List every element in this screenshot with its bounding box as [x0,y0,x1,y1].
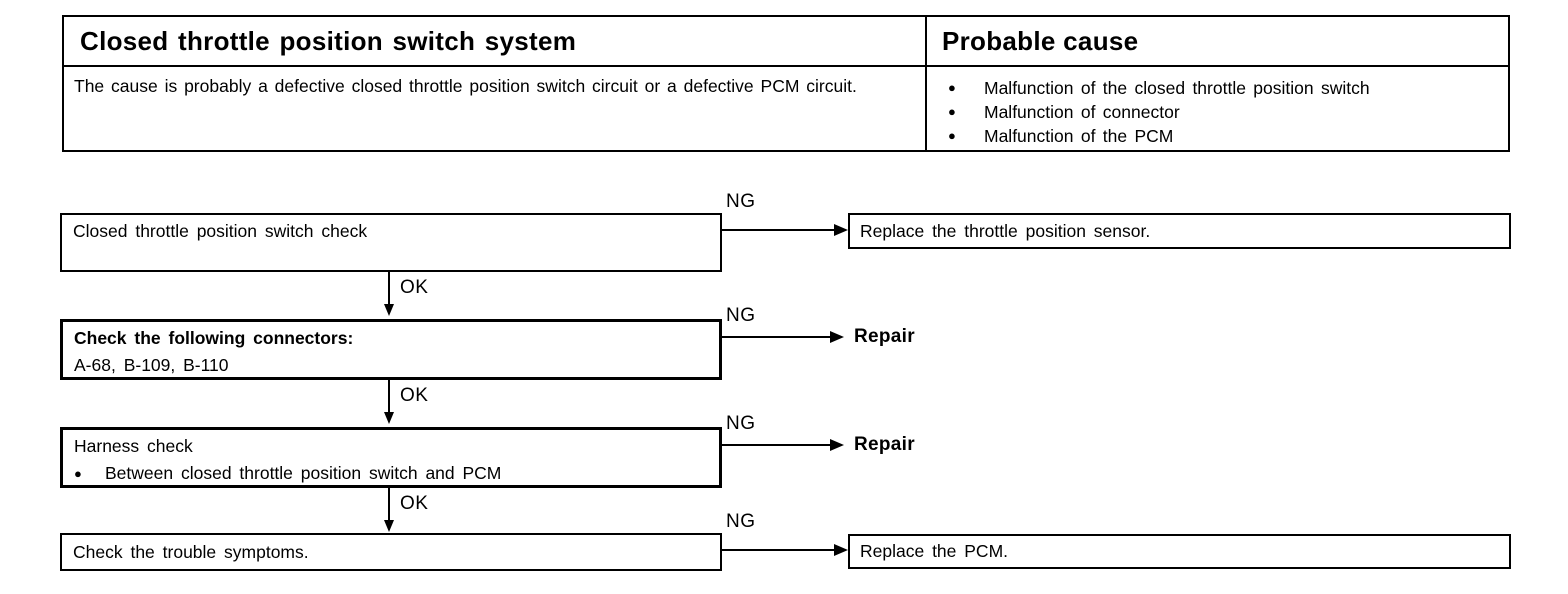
ok-arrowhead-icon-1 [384,304,394,316]
flow-step-check-connectors: Check the following connectors: A-68, B-… [60,319,722,380]
table-row-divider [64,65,1508,67]
ng-label-4: NG [726,511,756,532]
flow-step-title: Harness check [74,436,193,456]
probable-cause-list: ● Malfunction of the closed throttle pos… [948,76,1498,148]
bullet-icon: ● [948,80,956,95]
ng-arrow-line-4 [720,549,834,551]
ng-arrowhead-icon-1 [834,224,848,236]
cause-item: ● Malfunction of the PCM [948,124,1498,148]
ng-label-3: NG [726,413,756,434]
flow-result-replace-pcm: Replace the PCM. [848,534,1511,569]
system-cause-table: Closed throttle position switch system P… [62,15,1510,152]
flow-step-bullet-text: Between closed throttle position switch … [105,463,502,483]
bullet-icon: ● [74,466,82,481]
system-description: The cause is probably a defective closed… [74,76,857,96]
flow-result-text: Replace the throttle position sensor. [860,220,1151,241]
cause-text: Malfunction of the PCM [984,126,1174,146]
flow-step-harness-check: Harness check ● Between closed throttle … [60,427,722,488]
ok-arrowhead-icon-2 [384,412,394,424]
ng-arrow-line-3 [722,444,830,446]
bullet-icon: ● [948,128,956,143]
flow-result-repair-1: Repair [854,326,915,347]
ng-arrowhead-icon-4 [834,544,848,556]
flow-result-repair-2: Repair [854,434,915,455]
ng-label-1: NG [726,191,756,212]
flow-result-replace-sensor: Replace the throttle position sensor. [848,213,1511,249]
system-title: Closed throttle position switch system [80,26,577,56]
flow-step-text: Closed throttle position switch check [73,221,368,241]
cause-item: ● Malfunction of the closed throttle pos… [948,76,1498,100]
flow-step-switch-check: Closed throttle position switch check [60,213,722,272]
cause-text: Malfunction of connector [984,102,1180,122]
ng-arrowhead-icon-2 [830,331,844,343]
ok-arrow-line-1 [388,272,390,306]
flow-step-text: Check the trouble symptoms. [73,541,309,562]
ok-label-2: OK [400,385,429,406]
ng-label-2: NG [726,305,756,326]
cause-item: ● Malfunction of connector [948,100,1498,124]
flow-step-detail: A-68, B-109, B-110 [74,355,229,375]
flow-step-bullet-line: ● Between closed throttle position switc… [74,460,708,487]
ok-label-3: OK [400,493,429,514]
ng-arrow-line-2 [722,336,830,338]
ok-arrow-line-3 [388,488,390,521]
ng-arrowhead-icon-3 [830,439,844,451]
flow-result-text: Replace the PCM. [860,541,1009,561]
ok-arrow-line-2 [388,380,390,413]
flow-step-title: Check the following connectors: [74,328,354,348]
bullet-icon: ● [948,104,956,119]
table-column-divider [925,17,927,150]
probable-cause-header: Probable cause [942,26,1139,56]
ok-label-1: OK [400,277,429,298]
ok-arrowhead-icon-3 [384,520,394,532]
flow-step-trouble-symptoms: Check the trouble symptoms. [60,533,722,571]
ng-arrow-line-1 [720,229,834,231]
cause-text: Malfunction of the closed throttle posit… [984,78,1370,98]
